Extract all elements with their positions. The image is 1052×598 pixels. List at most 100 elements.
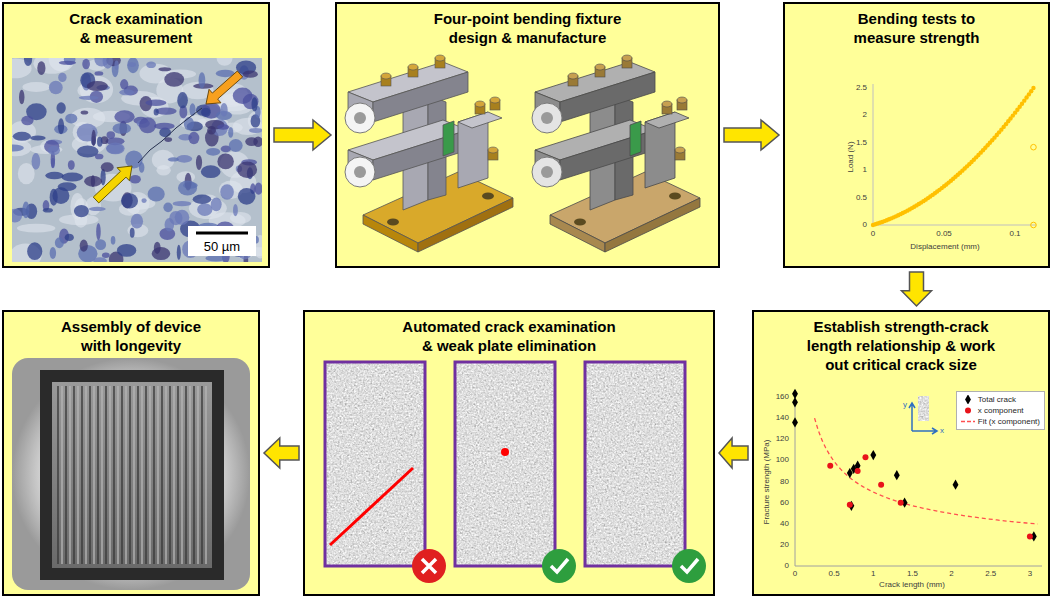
screw: [408, 67, 418, 77]
base-plate: [363, 172, 513, 243]
grain-dark: [103, 58, 113, 69]
grain-light: [12, 139, 31, 156]
chart-legend: Total crackx componentFit (x component): [956, 391, 1045, 430]
screw: [675, 150, 685, 160]
grain-dark: [254, 183, 262, 195]
data-point: [935, 189, 939, 193]
data-point: [894, 470, 900, 480]
device-plate: [145, 386, 146, 564]
pointer-arrow: [93, 166, 132, 203]
grain-dark: [43, 200, 50, 211]
grain-dark: [239, 65, 249, 79]
grain-light: [87, 138, 102, 148]
data-point: [951, 177, 955, 181]
grain-light: [93, 111, 130, 123]
grain-dark: [139, 117, 156, 133]
grain-dark: [180, 221, 201, 238]
grain-light: [125, 192, 150, 214]
micrograph-ground: [12, 58, 262, 262]
grain-dark: [119, 89, 134, 95]
grain-light: [49, 58, 75, 72]
grain-dark: [27, 242, 42, 260]
micrograph: [12, 58, 262, 262]
grain-dark: [146, 61, 156, 68]
grain-dark: [79, 96, 99, 100]
grain-light: [164, 70, 196, 79]
data-point: [956, 173, 960, 177]
grain-dark: [202, 102, 221, 119]
device-plate: [165, 386, 166, 564]
device-plate: [101, 386, 102, 564]
flow-arrow: [902, 272, 932, 306]
grain-dark: [217, 124, 230, 129]
grain-dark: [59, 61, 76, 65]
grain-light: [254, 235, 262, 258]
process-box: Automated crack examination & weak plate…: [303, 310, 715, 596]
grain-dark: [109, 251, 123, 262]
grain-dark: [251, 114, 261, 127]
flow-arrow: [274, 120, 331, 150]
grain-light: [18, 163, 35, 184]
device-plate: [141, 386, 142, 564]
tick-label: 140: [776, 413, 789, 423]
tick-label: 0.05: [936, 229, 952, 239]
grain-dark: [201, 108, 211, 117]
grain-dark: [101, 169, 106, 186]
data-point: [1031, 222, 1037, 228]
screw: [488, 147, 498, 153]
data-point: [896, 213, 900, 217]
grain-dark: [124, 85, 138, 95]
grain-light: [12, 121, 36, 143]
loading-block: [645, 112, 689, 128]
grain-dark: [228, 127, 233, 138]
frame-arm: [348, 150, 373, 180]
data-point: [997, 130, 1001, 134]
legend-text: x component: [978, 405, 1024, 416]
grain-dark: [48, 146, 60, 155]
base-plate: [363, 215, 418, 252]
process-box: Establish strength-crack length relation…: [752, 310, 1050, 596]
grain-dark: [185, 173, 192, 191]
data-point: [1004, 122, 1008, 126]
grain-light: [209, 212, 246, 228]
grain-dark: [164, 137, 172, 142]
grain-dark: [125, 150, 143, 168]
grain-dark: [237, 161, 257, 177]
accept-badge: [542, 549, 576, 583]
grain-dark: [122, 192, 133, 208]
grain-dark: [154, 123, 175, 130]
grain-dark: [201, 165, 221, 178]
bolt-hole: [482, 193, 494, 200]
accept-badge: [681, 559, 698, 572]
legend-marker-shape: [961, 421, 975, 422]
data-point: [988, 141, 992, 145]
grain-dark: [159, 128, 171, 138]
frame-arm: [348, 62, 468, 102]
device-plate: [137, 386, 138, 564]
grain-dark: [205, 255, 226, 262]
grain-dark: [30, 135, 46, 140]
tick-label: 100: [776, 455, 789, 465]
data-point: [921, 199, 925, 203]
grain-light: [139, 64, 171, 84]
grain-dark: [154, 242, 161, 254]
data-point: [871, 223, 875, 227]
grain-dark: [173, 201, 192, 206]
grain-dark: [120, 79, 128, 90]
device-frame: [40, 370, 224, 580]
base-plate: [418, 198, 513, 252]
grain-dark: [95, 154, 103, 160]
data-point: [882, 219, 886, 223]
grain-dark: [51, 151, 55, 168]
axis-arrow: [909, 403, 915, 431]
tick-label: 0: [785, 561, 789, 571]
frame-arm: [535, 92, 560, 122]
data-point: [972, 157, 976, 161]
grain-light: [221, 93, 254, 114]
tick-label: 60: [780, 498, 789, 508]
grain-dark: [112, 60, 119, 77]
data-point: [1006, 119, 1010, 123]
grain-dark: [13, 208, 29, 216]
